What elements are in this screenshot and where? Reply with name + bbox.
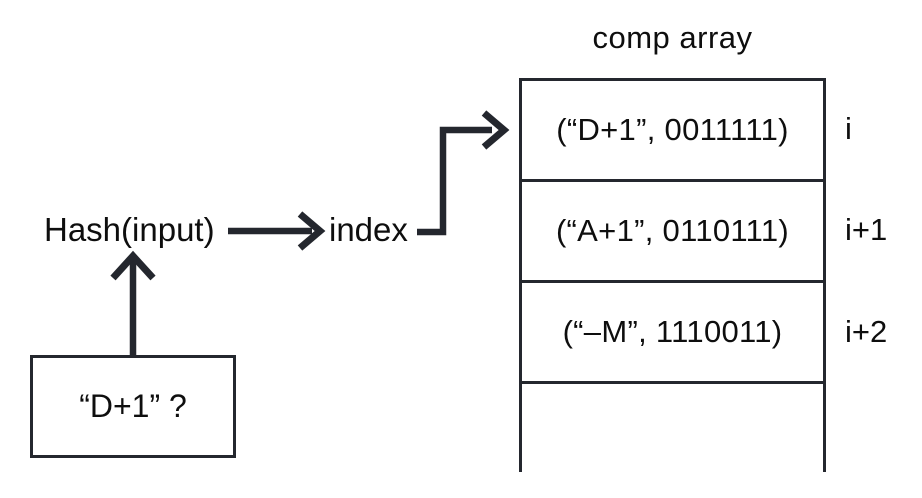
array-cell-i2: (“–M”, 1110011) xyxy=(522,283,823,384)
index-label: index xyxy=(329,211,408,248)
row-index-label-i1: i+1 xyxy=(845,212,888,247)
row-index-label-i: i xyxy=(845,111,852,146)
array-cell-i: (“D+1”, 0011111) xyxy=(522,81,823,182)
array-cell-empty xyxy=(522,384,823,472)
row-index-label-i2: i+2 xyxy=(845,314,888,349)
hash-function-label: Hash(input) xyxy=(44,211,215,248)
query-to-hash-arrowhead-icon xyxy=(110,250,156,281)
index-to-array-connector xyxy=(417,126,492,236)
comp-array-table: (“D+1”, 0011111) (“A+1”, 0110111) (“–M”,… xyxy=(519,78,826,472)
array-cell-i1: (“A+1”, 0110111) xyxy=(522,182,823,283)
query-input-box: “D+1” ? xyxy=(30,355,236,458)
hash-to-index-arrowhead-icon xyxy=(297,211,326,251)
index-to-array-arrowhead-icon xyxy=(481,110,510,150)
array-title: comp array xyxy=(592,20,753,55)
